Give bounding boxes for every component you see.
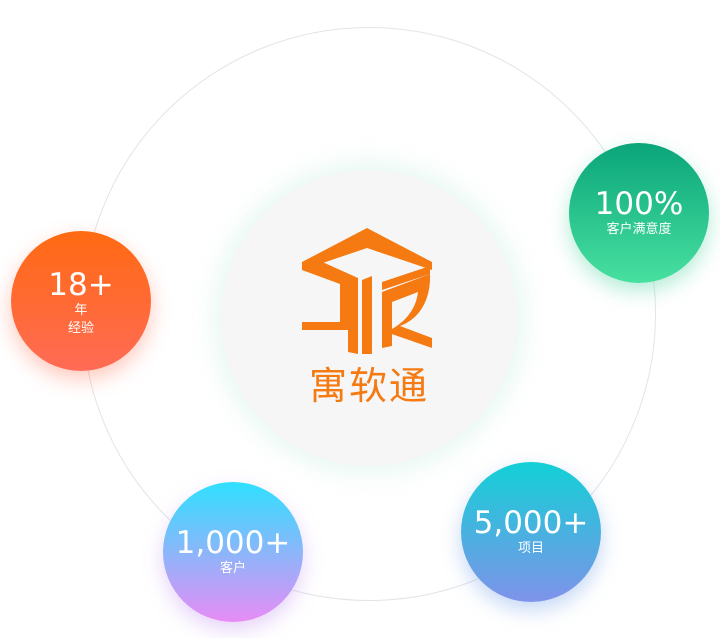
stat-clients-value: 1,000+ [175, 525, 291, 561]
stat-years-label-line2: 经验 [67, 321, 94, 336]
brand-name: 寓软通 [308, 364, 429, 408]
stat-projects-badge: 5,000+ 项目 [461, 462, 601, 602]
stat-satisfaction-value: 100% [594, 186, 684, 222]
stat-projects-value: 5,000+ [473, 505, 589, 541]
cube-logo-icon [302, 228, 432, 354]
stat-years-label-line1: 年 [74, 303, 88, 318]
stat-satisfaction-badge: 100% 客户满意度 [569, 143, 709, 283]
stat-projects-label: 项目 [517, 541, 544, 556]
stat-clients-badge: 1,000+ 客户 [163, 482, 303, 622]
stat-years-badge: 18+ 年 经验 [11, 231, 151, 371]
stat-years-value: 18+ [48, 267, 114, 303]
stat-satisfaction-label: 客户满意度 [606, 222, 672, 237]
stat-clients-label: 客户 [219, 561, 246, 576]
